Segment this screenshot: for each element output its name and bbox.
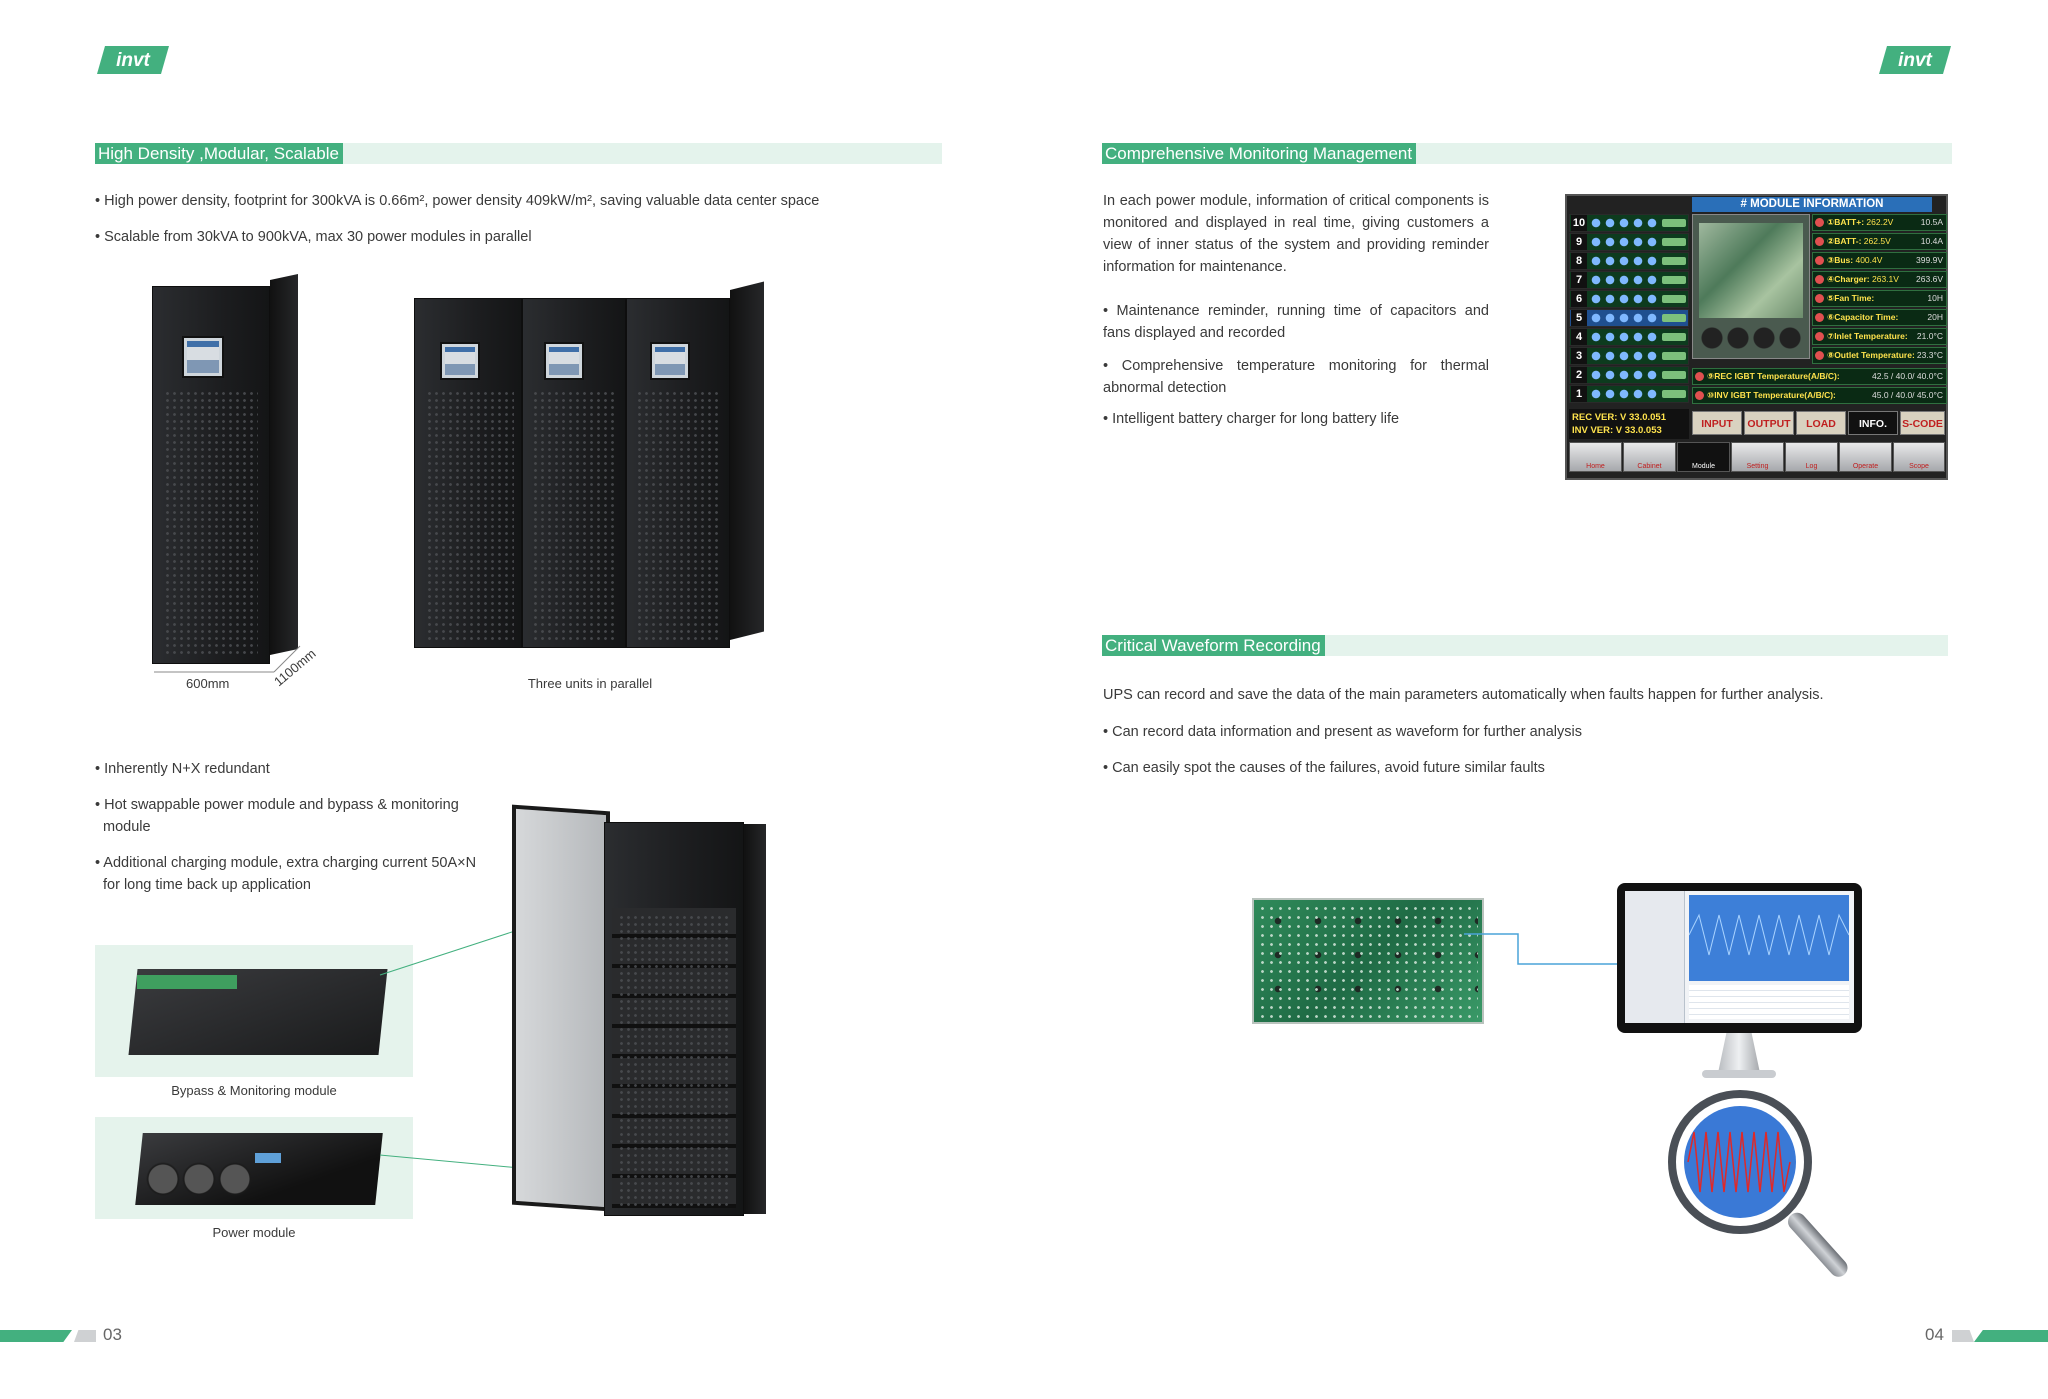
module-row: 7 <box>1569 271 1689 289</box>
module-board-photo <box>1692 214 1810 359</box>
bullet-hot-swappable: • Hot swappable power module and bypass … <box>95 797 459 835</box>
value-inv-igbt-temp: ⑩INV IGBT Temperature(A/B/C):45.0 / 40.0… <box>1692 387 1947 404</box>
nav-module-icon[interactable]: Module <box>1677 442 1730 472</box>
single-cabinet-image <box>150 274 300 665</box>
waveform-intro: UPS can record and save the data of the … <box>1103 687 1824 703</box>
dimension-width: 600mm <box>186 676 230 691</box>
module-row: 8 <box>1569 252 1689 270</box>
magnifying-glass-icon <box>1668 1090 1812 1234</box>
caption-bypass-module: Bypass & Monitoring module <box>171 1083 337 1098</box>
tab-info[interactable]: INFO. <box>1848 411 1898 435</box>
module-row: 4 <box>1569 328 1689 346</box>
bullet-battery-charger: • Intelligent battery charger for long b… <box>1103 411 1400 427</box>
tab-load[interactable]: LOAD <box>1796 411 1846 435</box>
module-row: 10 <box>1569 214 1689 232</box>
monitor-base <box>1702 1070 1776 1078</box>
caption-three-units: Three units in parallel <box>527 676 653 691</box>
control-board-image <box>1252 898 1484 1024</box>
footer-bar-left <box>0 1330 72 1342</box>
module-information-screen: # MODULE INFORMATION 10 9 8 7 6 5 4 3 2 … <box>1565 194 1948 480</box>
nav-scope-icon[interactable]: Scope <box>1893 442 1945 472</box>
waveform-icon <box>1684 1106 1796 1218</box>
value-rec-igbt-temp: ⑨REC IGBT Temperature(A/B/C):42.5 / 40.0… <box>1692 368 1947 385</box>
nav-cabinet-icon[interactable]: Cabinet <box>1623 442 1676 472</box>
computer-monitor-image <box>1617 883 1862 1033</box>
tab-s-code[interactable]: S-CODE <box>1900 411 1945 435</box>
section-header-waveform: Critical Waveform Recording <box>1102 635 1948 656</box>
svg-text:invt: invt <box>1898 50 1932 71</box>
page-number-left: 03 <box>103 1325 122 1344</box>
bullet-record-waveform: • Can record data information and presen… <box>1103 724 1582 740</box>
bullet-charging-module: • Additional charging module, extra char… <box>95 855 477 893</box>
invt-logo-right: invt <box>1877 44 1953 76</box>
dimension-lines <box>154 645 301 673</box>
monitoring-intro: In each power module, information of cri… <box>1103 193 1489 275</box>
board-to-monitor-line <box>1464 933 1626 965</box>
svg-text:invt: invt <box>116 50 150 71</box>
nav-log-icon[interactable]: Log <box>1785 442 1838 472</box>
bypass-module-image <box>95 945 413 1077</box>
bullet-spot-causes: • Can easily spot the causes of the fail… <box>1103 760 1545 776</box>
invt-logo-left: invt <box>95 44 171 76</box>
invt-logo-icon: invt <box>97 46 169 74</box>
module-row: 6 <box>1569 290 1689 308</box>
three-cabinets-image <box>410 280 770 650</box>
power-module-image <box>95 1117 413 1219</box>
footer-bar-right <box>1974 1330 2048 1342</box>
page-number-right: 04 <box>1925 1325 1944 1344</box>
value-fan-time: ⑤Fan Time:10H <box>1812 290 1947 307</box>
open-cabinet-image <box>508 804 768 1218</box>
nav-operate-icon[interactable]: Operate <box>1839 442 1892 472</box>
bullet-temperature-monitoring: • Comprehensive temperature monitoring f… <box>1103 358 1489 396</box>
section-title: High Density ,Modular, Scalable <box>95 143 343 164</box>
section-title: Critical Waveform Recording <box>1102 635 1325 656</box>
section-header-high-density: High Density ,Modular, Scalable <box>95 143 942 164</box>
module-row: 1 <box>1569 385 1689 403</box>
footer-bar-left-gray <box>74 1330 96 1342</box>
tab-input[interactable]: INPUT <box>1692 411 1742 435</box>
module-row-selected: 5 <box>1569 309 1689 327</box>
footer-bar-right-gray <box>1952 1330 1974 1342</box>
module-row: 3 <box>1569 347 1689 365</box>
magnifier-handle <box>1784 1208 1852 1281</box>
bullet-maintenance-reminder: • Maintenance reminder, running time of … <box>1103 303 1489 341</box>
caption-power-module: Power module <box>212 1225 296 1240</box>
section-title: Comprehensive Monitoring Management <box>1102 143 1417 164</box>
tab-output[interactable]: OUTPUT <box>1744 411 1794 435</box>
bullet-scalable: • Scalable from 30kVA to 900kVA, max 30 … <box>95 229 532 245</box>
monitor-stand <box>1718 1033 1760 1073</box>
section-header-monitoring: Comprehensive Monitoring Management <box>1102 143 1952 164</box>
module-info-title: # MODULE INFORMATION <box>1692 197 1932 212</box>
module-row: 9 <box>1569 233 1689 251</box>
nav-home-icon[interactable]: Home <box>1569 442 1622 472</box>
firmware-versions: REC VER: V 33.0.051 INV VER: V 33.0.053 <box>1569 409 1689 439</box>
bullet-redundant: • Inherently N+X redundant <box>95 761 270 777</box>
value-inlet-temp: ⑦Inlet Temperature:21.0°C <box>1812 328 1947 345</box>
value-capacitor-time: ⑥Capacitor Time:20H <box>1812 309 1947 326</box>
nav-setting-icon[interactable]: Setting <box>1731 442 1784 472</box>
value-outlet-temp: ⑧Outlet Temperature:23.3°C <box>1812 347 1947 364</box>
invt-logo-icon: invt <box>1879 46 1951 74</box>
module-row: 2 <box>1569 366 1689 384</box>
bullet-power-density: • High power density, footprint for 300k… <box>95 193 820 209</box>
